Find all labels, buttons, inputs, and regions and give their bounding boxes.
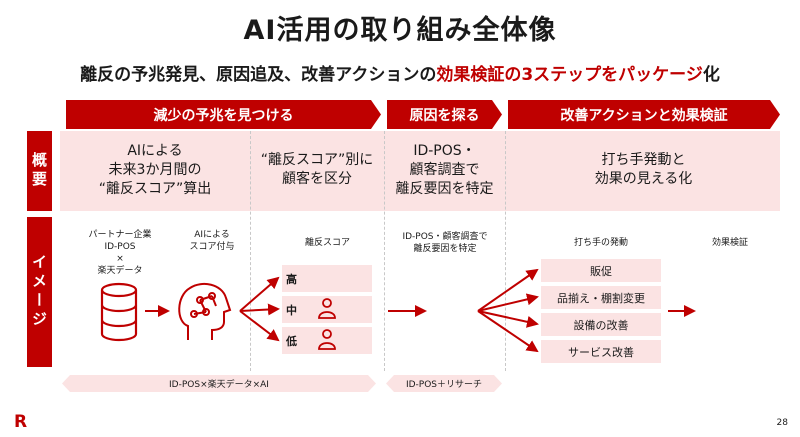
- row-label-image: イメージ: [27, 217, 52, 367]
- score-level-high: 高: [282, 265, 372, 292]
- summary-segment: “離反スコア”別に 顧客を区分: [252, 151, 382, 189]
- ai-line: AIによる: [194, 230, 230, 240]
- partner-line: ID-POS: [104, 242, 136, 252]
- person-icon: [318, 329, 336, 350]
- score-level-label: 高: [286, 272, 297, 286]
- rakuten-logo: R: [14, 412, 28, 432]
- page-title: AI活用の取り組み全体像: [243, 15, 557, 46]
- step-find-signs: 減少の予兆を見つける: [66, 100, 381, 129]
- summary-line: AIによる: [127, 143, 183, 159]
- summary-cause: ID-POS・ 顧客調査で 離反要因を特定: [386, 142, 503, 199]
- column-divider: [505, 131, 506, 371]
- action-label: 販促: [590, 264, 612, 278]
- action-label: 品揃え・棚割変更: [557, 291, 645, 305]
- ai-score-label: AIによる スコア付与: [172, 229, 252, 253]
- effect-title: 効果検証: [711, 238, 748, 248]
- summary-action: 打ち手発動と 効果の見える化: [507, 151, 780, 189]
- database-icon: [100, 282, 138, 342]
- summary-row-background: [60, 131, 780, 211]
- arrow-icon: [477, 268, 539, 353]
- summary-line: 顧客調査で: [409, 162, 480, 178]
- action-label: サービス改善: [568, 345, 634, 359]
- action-facility: 設備の改善: [541, 313, 661, 336]
- ai-brain-icon: [178, 282, 232, 340]
- column-divider: [384, 131, 385, 371]
- subtitle-part3: 化: [702, 65, 720, 85]
- summary-line: 効果の見える化: [594, 171, 693, 187]
- action-assortment: 品揃え・棚割変更: [541, 286, 661, 309]
- summary-line: 離反要因を特定: [395, 181, 494, 197]
- summary-ai-score: AIによる 未来3か月間の “離反スコア”算出: [62, 142, 248, 199]
- summary-line: 顧客を区分: [282, 171, 352, 187]
- cause-line: ID-POS・顧客調査で: [402, 232, 488, 242]
- action-service: サービス改善: [541, 340, 661, 363]
- action-promotion: 販促: [541, 259, 661, 282]
- summary-line: “離反スコア”算出: [98, 181, 212, 197]
- page-number: 28: [776, 418, 788, 428]
- band-data-ai: ID-POS×楽天データ×AI: [62, 375, 376, 392]
- partner-line: パートナー企業: [88, 230, 152, 240]
- score-level-label: 中: [286, 303, 297, 317]
- cause-label: ID-POS・顧客調査で 離反要因を特定: [388, 231, 502, 255]
- summary-line: 打ち手発動と: [601, 152, 686, 168]
- score-level-label: 低: [286, 334, 297, 348]
- page-subtitle: 離反の予兆発見、原因追及、改善アクションの効果検証の3ステップをパッケージ化: [0, 60, 800, 85]
- column-divider: [250, 131, 251, 371]
- step-find-cause: 原因を探る: [387, 100, 502, 129]
- row-label-summary: 概要: [27, 131, 52, 211]
- summary-line: 未来3か月間の: [108, 162, 202, 178]
- actions-title: 打ち手の発動: [573, 238, 628, 248]
- score-title: 離反スコア: [304, 238, 350, 248]
- cause-line: 離反要因を特定: [413, 244, 477, 254]
- step-action-verify: 改善アクションと効果検証: [508, 100, 780, 129]
- summary-line: “離反スコア”別に: [260, 152, 374, 168]
- arrow-icon: [239, 276, 280, 342]
- summary-line: ID-POS・: [413, 143, 476, 159]
- partner-line: ×: [116, 254, 124, 264]
- band-pos-research: ID-POS＋リサーチ: [386, 375, 502, 392]
- ai-line: スコア付与: [189, 242, 235, 252]
- partner-line: 楽天データ: [97, 266, 143, 276]
- action-label: 設備の改善: [573, 318, 629, 332]
- subtitle-part1: 離反の予兆発見、原因追及、改善アクションの: [80, 65, 437, 85]
- partner-data-label: パートナー企業 ID-POS × 楽天データ: [70, 229, 170, 277]
- person-icon: [318, 298, 336, 319]
- subtitle-highlight: 効果検証の3ステップをパッケージ: [436, 65, 703, 85]
